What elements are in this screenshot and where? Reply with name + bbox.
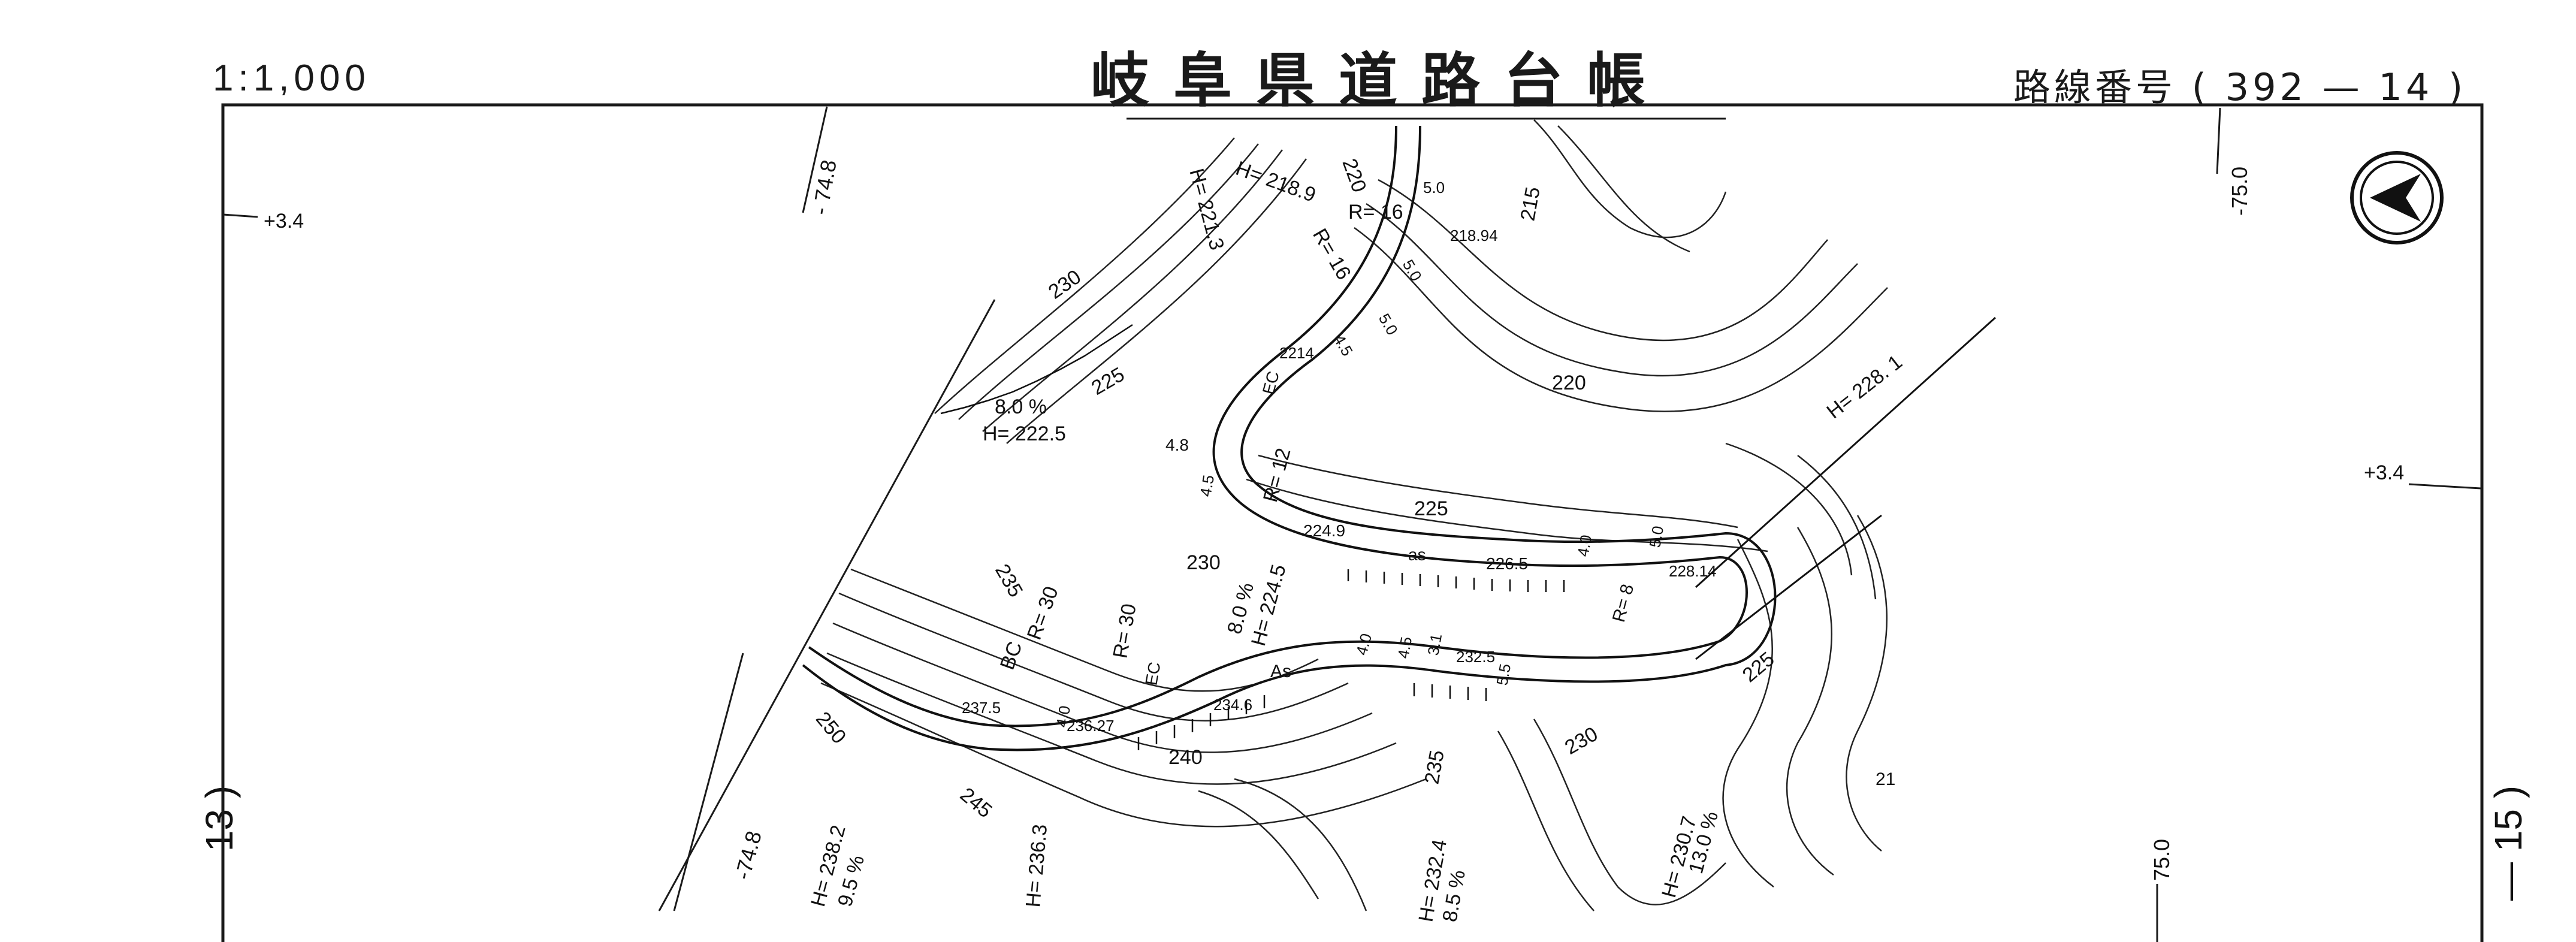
- contour-label: 220: [1552, 372, 1586, 394]
- north-arrow-icon: [2350, 151, 2444, 244]
- contour-label: 240: [1168, 746, 1203, 769]
- contour-label: 235: [1420, 748, 1448, 786]
- offset-lines: [222, 106, 2481, 942]
- width-label: 5.0: [1645, 524, 1667, 549]
- height-label: H= 224.5: [1247, 562, 1291, 648]
- surface-label: as: [1408, 545, 1426, 564]
- contour-label: 230: [1186, 551, 1221, 574]
- contour-label: 230: [1044, 265, 1085, 304]
- radius-label: R= 30: [1109, 602, 1140, 660]
- bc-label: EC: [1259, 369, 1283, 397]
- contour-label: 220: [1337, 156, 1370, 195]
- height-label: H= 222.5: [983, 422, 1066, 445]
- offset-top-right: -75.0: [2227, 167, 2252, 216]
- contour-label: 225: [1414, 497, 1448, 520]
- contour-label: 250: [811, 708, 851, 748]
- contour-label: 235: [990, 560, 1027, 601]
- offset-bottom-right: 75.0: [2149, 839, 2174, 881]
- offset-mid-right: +3.4: [2364, 461, 2404, 484]
- elevation-label: 228.14: [1669, 562, 1717, 580]
- route-paren-close: ): [2448, 65, 2467, 109]
- elevation-label: 237.5: [962, 699, 1001, 717]
- route-paren-open: (: [2191, 65, 2225, 109]
- route-dash: —: [2322, 65, 2379, 109]
- width-label: 4.5: [1394, 635, 1415, 660]
- width-label: 5.0: [1399, 256, 1426, 284]
- route-label: 路線番号: [2013, 65, 2177, 109]
- height-label: H= 221.3: [1185, 166, 1228, 252]
- radius-label: R= 30: [1023, 584, 1063, 643]
- offset-top-left: +3.4: [264, 210, 304, 233]
- elevation-label: 224.9: [1303, 521, 1345, 540]
- contour-label: 245: [956, 783, 996, 823]
- radius-label: R= 16: [1308, 225, 1355, 283]
- route-number: 路線番号 ( 392 — 14 ): [2013, 57, 2466, 111]
- height-label: H= 228. 1: [1823, 351, 1907, 423]
- contour-label: 215: [1516, 185, 1544, 222]
- radius-label: R= 12: [1259, 446, 1295, 505]
- width-label: 4.5: [1196, 473, 1218, 498]
- route-section-value: 14: [2378, 65, 2433, 109]
- surface-label: As: [1270, 662, 1291, 681]
- leader-line-right: [1695, 514, 1882, 660]
- map-frame: [221, 103, 2484, 942]
- map-scale: 1:1,000: [213, 58, 370, 99]
- width-label: 4.0: [1574, 533, 1595, 558]
- contour-label: 230: [1561, 723, 1602, 759]
- radius-label: R= 8: [1609, 582, 1638, 624]
- elevation-label: 234.6: [1213, 696, 1252, 714]
- road-edges: [802, 125, 1777, 751]
- width-label: 5.5: [1493, 662, 1514, 687]
- width-label: 3.1: [1424, 632, 1445, 657]
- width-label: 4.8: [1165, 436, 1189, 454]
- height-label: H= 218.9: [1233, 157, 1319, 207]
- contour-label: 225: [1088, 363, 1128, 400]
- elevation-label: 236.27: [1067, 717, 1115, 735]
- elevation-label: 218.94: [1450, 227, 1498, 244]
- radius-label: R= 16: [1348, 201, 1403, 224]
- ec-label: EC: [1141, 660, 1164, 687]
- elevation-label: 2214: [1279, 344, 1314, 362]
- height-label: H= 236.3: [1022, 823, 1052, 908]
- note-label: 21: [1876, 769, 1895, 789]
- width-label: 5.0: [1423, 179, 1445, 197]
- offset-bottom-left: -74.8: [730, 828, 766, 882]
- width-label: 4.0: [1352, 632, 1375, 657]
- grade-label: 8.0 %: [995, 395, 1047, 418]
- contour-lines: [820, 119, 1888, 911]
- width-label: 4.5: [1330, 331, 1357, 359]
- contour-labels: 230 225 220 215 220 225 230 235 240 245 …: [811, 156, 1779, 823]
- width-label: 5.0: [1375, 310, 1402, 338]
- cut-hachures: [940, 324, 1565, 750]
- width-label: 4.0: [1052, 704, 1074, 729]
- elevation-label: 226.5: [1486, 554, 1528, 573]
- leader-line-h228: [1695, 316, 1997, 588]
- elevation-label: 232.5: [1456, 648, 1495, 666]
- route-number-value: 392: [2225, 65, 2307, 109]
